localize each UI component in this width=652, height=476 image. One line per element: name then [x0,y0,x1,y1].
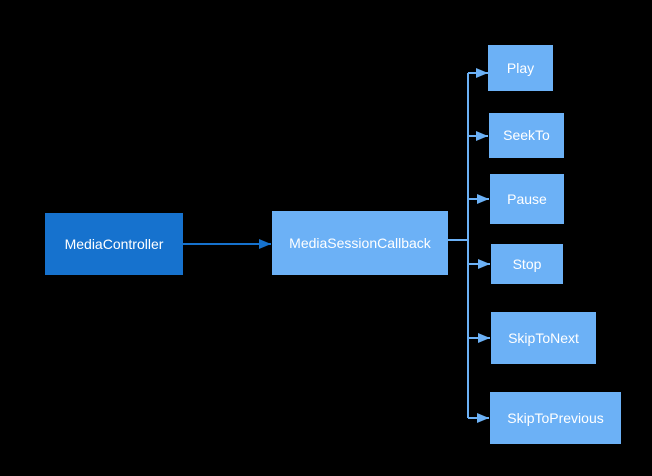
node-label: Play [506,59,535,76]
node-label: SkipToNext [508,329,579,346]
node-label: MediaSessionCallback [289,234,431,251]
node-play: Play [488,45,553,91]
node-media-session-callback: MediaSessionCallback [272,211,448,275]
node-label: Stop [512,255,542,272]
node-label: SkipToPrevious [507,409,604,426]
node-label: MediaController [64,235,164,252]
node-pause: Pause [490,174,564,224]
node-skiptoprevious: SkipToPrevious [490,392,621,444]
node-label: Pause [507,190,547,207]
connector-trunk [448,73,469,418]
node-skiptonext: SkipToNext [491,312,596,364]
node-label: SeekTo [503,127,550,144]
node-media-controller: MediaController [45,213,183,275]
node-seekto: SeekTo [489,113,564,158]
node-stop: Stop [491,244,563,284]
